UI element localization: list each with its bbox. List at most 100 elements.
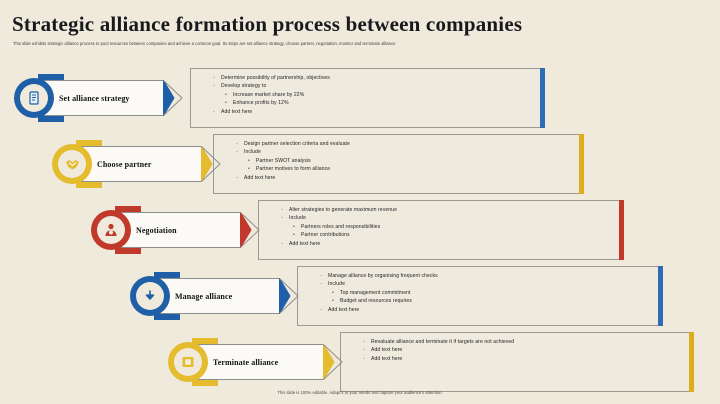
panel-accent-bar bbox=[579, 134, 584, 194]
step-label-text: Set alliance strategy bbox=[59, 93, 130, 103]
bullet-list: ◦ Alter strategies to generate maximum re… bbox=[259, 201, 623, 248]
bullet-item: ◦ Add text here bbox=[363, 355, 693, 363]
step-icon-badge[interactable] bbox=[130, 276, 170, 316]
step-label-plate[interactable]: Manage alliance bbox=[160, 278, 280, 314]
sub-bullet-item: •Partner SWOT analysis bbox=[236, 157, 583, 165]
step-label-text: Manage alliance bbox=[175, 291, 233, 301]
sub-bullet-marker-icon: • bbox=[248, 166, 250, 173]
footer-note: This slide is 100% editable. Adapt it to… bbox=[277, 390, 443, 395]
page-subtitle: This slide exhibits strategic alliance p… bbox=[13, 41, 396, 46]
step-arrow-icon bbox=[323, 344, 343, 380]
sub-bullet-item: • Partners roles and responsibilities bbox=[281, 223, 623, 231]
bullet-item: ◦ Add text here bbox=[281, 240, 623, 248]
bullet-marker-icon: ◦ bbox=[281, 240, 283, 247]
step-label-plate[interactable]: Negotiation bbox=[121, 212, 241, 248]
sub-bullet-marker-icon: • bbox=[225, 100, 227, 107]
step-label-text: Choose partner bbox=[97, 159, 152, 169]
bullet-list: ◦Determine possibility of partnership, o… bbox=[191, 69, 544, 116]
panel-accent-bar bbox=[658, 266, 663, 326]
step-icon-badge[interactable] bbox=[52, 144, 92, 184]
panel-accent-bar bbox=[540, 68, 545, 128]
sub-bullet-item: • Partner contributions bbox=[281, 231, 623, 239]
step-label-plate[interactable]: Choose partner bbox=[82, 146, 202, 182]
step-arrow-icon bbox=[279, 278, 299, 314]
bullet-text: Add text here bbox=[244, 174, 276, 181]
bullet-text: Partners roles and responsibilities bbox=[301, 223, 381, 230]
negotiation-icon bbox=[97, 216, 125, 244]
page-title: Strategic alliance formation process bet… bbox=[12, 12, 523, 36]
bullet-marker-icon: ◦ bbox=[320, 281, 322, 288]
bullet-item: ◦ Include bbox=[320, 280, 662, 288]
bullet-text: Add text here bbox=[289, 240, 321, 247]
bullet-text: Design partner selection criteria and ev… bbox=[244, 141, 350, 147]
bullet-item: ◦ Alter strategies to generate maximum re… bbox=[281, 206, 623, 214]
bullet-marker-icon: ◦ bbox=[236, 174, 238, 181]
bullet-text: Add text here bbox=[328, 306, 360, 313]
process-step-row[interactable]: ◦ Manage alliance by organising frequent … bbox=[130, 266, 663, 326]
sub-bullet-item: • Partner motives to form alliance bbox=[236, 165, 583, 173]
bullet-text: Add text here bbox=[371, 355, 403, 362]
bullet-item: ◦ Include bbox=[236, 148, 583, 156]
step-icon-badge[interactable] bbox=[168, 342, 208, 382]
bullet-text: Alter strategies to generate maximum rev… bbox=[289, 207, 397, 213]
step-icon-badge[interactable] bbox=[91, 210, 131, 250]
bullet-text: Include bbox=[244, 149, 261, 156]
bullet-marker-icon: ◦ bbox=[281, 207, 283, 213]
process-step-row[interactable]: ◦ Design partner selection criteria and e… bbox=[52, 134, 584, 194]
bullet-text: Add text here bbox=[371, 347, 403, 354]
sub-bullet-item: • Top management commitment bbox=[320, 289, 662, 297]
bullet-marker-icon: ◦ bbox=[320, 306, 322, 313]
terminate-icon bbox=[174, 348, 202, 376]
sub-bullet-marker-icon: • bbox=[225, 91, 227, 98]
step-label-text: Terminate alliance bbox=[213, 357, 279, 367]
bullet-text: Partner contributions bbox=[301, 232, 350, 239]
sub-bullet-marker-icon: • bbox=[332, 298, 334, 305]
process-step-row[interactable]: ◦Revaluate alliance and terminate it if … bbox=[168, 332, 694, 392]
step-detail-panel: ◦ Alter strategies to generate maximum re… bbox=[258, 200, 624, 260]
process-step-row[interactable]: ◦Determine possibility of partnership, o… bbox=[14, 68, 545, 128]
bullet-marker-icon: ◦ bbox=[320, 273, 322, 279]
step-arrow-icon bbox=[163, 80, 183, 116]
bullet-text: Enhance profits by 12% bbox=[233, 100, 289, 107]
step-arrow-icon bbox=[240, 212, 260, 248]
bullet-text: Top management commitment bbox=[340, 289, 411, 296]
download-arrow-icon bbox=[136, 282, 164, 310]
sub-bullet-marker-icon: • bbox=[293, 232, 295, 239]
bullet-text: Include bbox=[328, 281, 345, 288]
process-step-row[interactable]: ◦ Alter strategies to generate maximum re… bbox=[91, 200, 624, 260]
bullet-marker-icon: ◦ bbox=[213, 83, 215, 90]
bullet-text: Increase market share by 22% bbox=[233, 91, 305, 98]
handshake-icon bbox=[58, 150, 86, 178]
step-arrow-icon bbox=[201, 146, 221, 182]
document-icon bbox=[20, 84, 48, 112]
bullet-list: ◦Revaluate alliance and terminate it if … bbox=[341, 333, 693, 363]
sub-bullet-item: •Budget and resources requires bbox=[320, 297, 662, 305]
bullet-text: Add text here bbox=[221, 108, 253, 115]
bullet-item: ◦Design partner selection criteria and e… bbox=[236, 140, 583, 148]
bullet-text: Develop strategy to bbox=[221, 83, 267, 90]
bullet-marker-icon: ◦ bbox=[363, 355, 365, 362]
bullet-item: ◦ Add text here bbox=[213, 108, 544, 116]
bullet-marker-icon: ◦ bbox=[213, 108, 215, 115]
sub-bullet-marker-icon: • bbox=[332, 289, 334, 296]
bullet-list: ◦ Manage alliance by organising frequent … bbox=[298, 267, 662, 314]
sub-bullet-item: • Increase market share by 22% bbox=[213, 91, 544, 99]
step-detail-panel: ◦Revaluate alliance and terminate it if … bbox=[340, 332, 694, 392]
bullet-text: Include bbox=[289, 215, 306, 222]
sub-bullet-item: • Enhance profits by 12% bbox=[213, 99, 544, 107]
bullet-marker-icon: ◦ bbox=[363, 347, 365, 354]
bullet-item: ◦ Add text here bbox=[320, 306, 662, 314]
panel-accent-bar bbox=[619, 200, 624, 260]
bullet-item: ◦Revaluate alliance and terminate it if … bbox=[363, 338, 693, 346]
bullet-text: Manage alliance by organising frequent c… bbox=[328, 273, 438, 279]
step-label-plate[interactable]: Terminate alliance bbox=[198, 344, 324, 380]
step-icon-badge[interactable] bbox=[14, 78, 54, 118]
bullet-marker-icon: ◦ bbox=[236, 149, 238, 156]
bullet-text: Partner motives to form alliance bbox=[256, 166, 331, 173]
step-detail-panel: ◦Determine possibility of partnership, o… bbox=[190, 68, 545, 128]
panel-accent-bar bbox=[689, 332, 694, 392]
bullet-marker-icon: ◦ bbox=[213, 75, 215, 81]
step-label-plate[interactable]: Set alliance strategy bbox=[44, 80, 164, 116]
sub-bullet-marker-icon: • bbox=[293, 223, 295, 230]
